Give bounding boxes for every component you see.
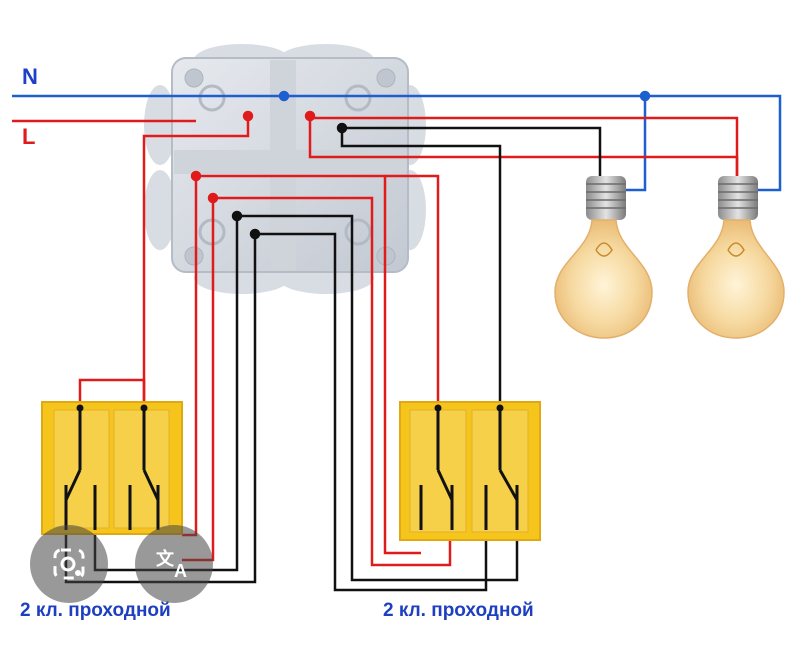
light-bulb-1	[554, 176, 653, 339]
line-label: L	[22, 124, 36, 149]
right-switch-caption: 2 кл. проходной	[383, 600, 534, 621]
image-search-button[interactable]	[30, 525, 108, 603]
translate-button[interactable]: 文 A	[135, 525, 213, 603]
left-double-switch	[41, 401, 183, 535]
translate-icon: 文 A	[156, 548, 187, 581]
svg-text:A: A	[174, 561, 187, 581]
junction-box	[144, 44, 426, 294]
svg-text:文: 文	[156, 548, 175, 569]
image-search-icon	[53, 548, 85, 580]
neutral-wire	[12, 90, 782, 192]
neutral-label: N	[22, 64, 38, 89]
right-double-switch	[399, 401, 541, 541]
left-switch-caption: 2 кл. проходной	[20, 600, 171, 621]
light-bulb-2	[687, 176, 785, 339]
